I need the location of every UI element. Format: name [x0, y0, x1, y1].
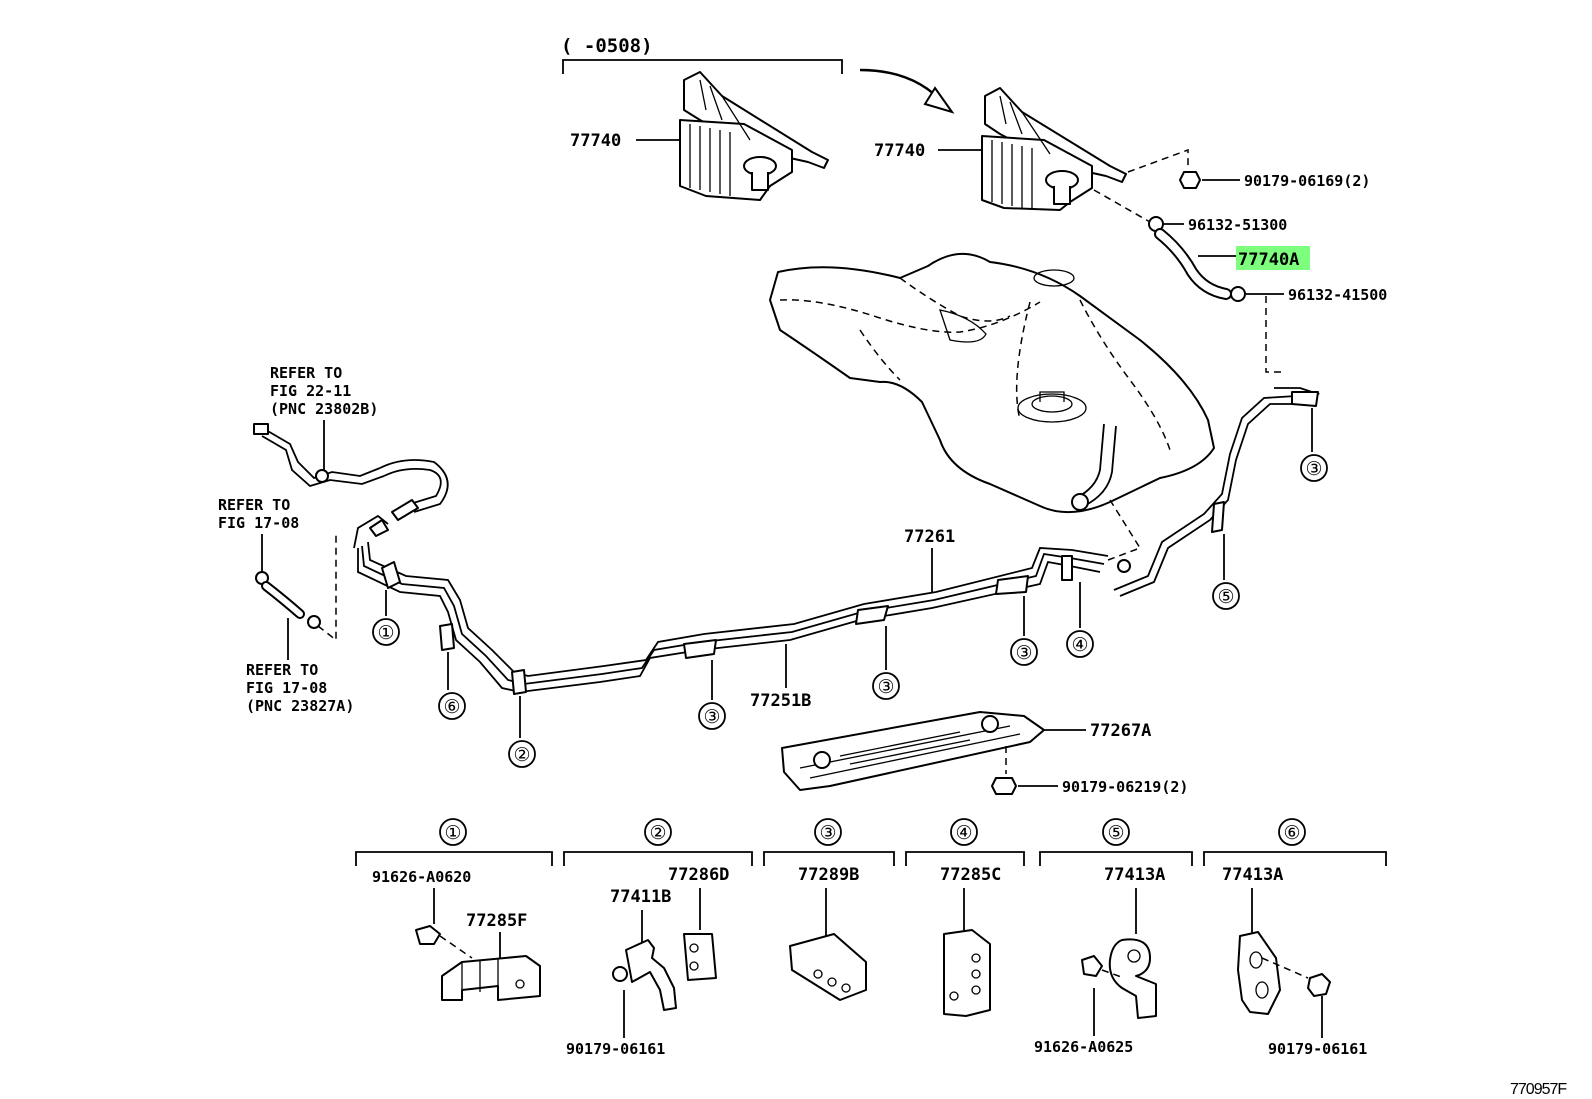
dash-nut-top	[1127, 148, 1189, 173]
legend-4: ④ 77285C	[905, 818, 1025, 1017]
callout-3a-ring	[698, 702, 726, 730]
ref2-line2: FIG 17-08	[218, 514, 299, 532]
callout-4-ring	[1066, 630, 1094, 658]
callout-6-ring	[438, 692, 466, 720]
hose-highlighted-label[interactable]: 77740A	[1238, 250, 1299, 270]
legend-3: ③ 77289B	[763, 818, 895, 1001]
revision-arrow-head	[923, 86, 955, 114]
bolt-91626-a0620[interactable]	[415, 925, 441, 945]
callout-3c[interactable]: ③	[1015, 642, 1032, 664]
legend-2: ② 77286D 77411B 90179-06161	[563, 818, 753, 1058]
legend-5-part-1: 77413A	[1104, 865, 1165, 885]
protector-label: 77267A	[1090, 721, 1151, 741]
legend-6-part-2: 90179-06161	[1268, 1040, 1367, 1058]
callout-5-ring	[1212, 582, 1240, 610]
fuel-tank	[769, 252, 1215, 514]
callout-4[interactable]: ④	[1071, 634, 1088, 656]
tank-outlet-fitting	[1071, 493, 1089, 511]
legend-2-part-1: 77286D	[668, 865, 729, 885]
legend-6-mark: ⑥	[1283, 822, 1300, 844]
fuel-tube-sub-label: 77251B	[750, 691, 811, 711]
canister-left-label: 77740	[570, 131, 621, 151]
canister-left[interactable]	[679, 71, 829, 201]
clamp-77413a-a[interactable]	[1108, 938, 1157, 1019]
hose-highlighted[interactable]	[1154, 228, 1232, 300]
canister-right-label: 77740	[874, 141, 925, 161]
callout-3d[interactable]: ③	[1305, 458, 1322, 480]
legend-4-part-1: 77285C	[940, 865, 1001, 885]
legend-2-mark: ②	[649, 822, 666, 844]
callout-5[interactable]: ⑤	[1217, 586, 1234, 608]
callout-3b-ring	[872, 672, 900, 700]
date-range-bracket	[562, 59, 843, 74]
callout-1[interactable]: ①	[377, 622, 394, 644]
nut-top-label: 90179-06169(2)	[1244, 172, 1370, 190]
ref1-line3: (PNC 23802B)	[270, 400, 378, 418]
callout-2[interactable]: ②	[513, 744, 530, 766]
clamp-77289b[interactable]	[789, 933, 867, 1001]
clamp-77413a-b[interactable]	[1237, 931, 1281, 1015]
legend-2-part-2: 77411B	[610, 887, 671, 907]
fuel-tube-main-label: 77261	[904, 527, 955, 547]
ref2-line1: REFER TO	[218, 496, 290, 514]
ref1-line2: FIG 22-11	[270, 382, 351, 400]
clamp-77286d[interactable]	[683, 933, 717, 981]
legend-3-part-1: 77289B	[798, 865, 859, 885]
clamp-77285f[interactable]	[441, 955, 541, 1001]
callout-3b[interactable]: ③	[877, 676, 894, 698]
callout-1-ring	[372, 618, 400, 646]
callout-3a[interactable]: ③	[703, 706, 720, 728]
fuel-tube-assembly[interactable]	[253, 387, 1321, 695]
canister-right[interactable]	[981, 87, 1127, 211]
figure-id: 770957F	[1510, 1081, 1567, 1098]
ref3-line2: FIG 17-08	[246, 679, 327, 697]
ref3-line1: REFER TO	[246, 661, 318, 679]
date-range-label: ( -0508)	[561, 35, 653, 57]
callout-6[interactable]: ⑥	[443, 696, 460, 718]
legend-5-part-2: 91626-A0625	[1034, 1038, 1133, 1056]
legend-5: ⑤ 77413A 91626-A0625	[1034, 818, 1193, 1056]
nut-90179-06161-a[interactable]	[612, 966, 628, 982]
protector[interactable]	[781, 711, 1045, 791]
ref1-line1: REFER TO	[270, 364, 342, 382]
bolt-91626-a0625[interactable]	[1081, 955, 1103, 977]
dash-clip-upper	[1093, 189, 1151, 223]
nut-top[interactable]	[1179, 171, 1201, 189]
clamp-77285c[interactable]	[943, 929, 991, 1017]
legend-1: ① 91626-A0620 77285F	[355, 818, 553, 1001]
bracket-77411b[interactable]	[625, 939, 677, 1011]
callout-2-ring	[508, 740, 536, 768]
legend-3-mark: ③	[819, 822, 836, 844]
dash-clip-lower	[1265, 296, 1282, 373]
legend-1-part-2: 77285F	[466, 911, 527, 931]
legend-4-mark: ④	[955, 822, 972, 844]
callout-3d-ring	[1300, 454, 1328, 482]
nut-protector-label: 90179-06219(2)	[1062, 778, 1188, 796]
hose-highlight-box	[1236, 246, 1310, 270]
legend-6: ⑥ 77413A 90179-06161	[1203, 818, 1387, 1058]
legend-6-part-1: 77413A	[1222, 865, 1283, 885]
legend-1-mark: ①	[444, 822, 461, 844]
nut-protector[interactable]	[991, 777, 1017, 795]
clip-upper-label: 96132-51300	[1188, 216, 1287, 234]
legend-5-mark: ⑤	[1107, 822, 1124, 844]
clip-lower-label: 96132-41500	[1288, 286, 1387, 304]
legend-1-part-1: 91626-A0620	[372, 868, 471, 886]
clip-lower[interactable]	[1230, 286, 1246, 302]
legend-2-part-3: 90179-06161	[566, 1040, 665, 1058]
ref3-line3: (PNC 23827A)	[246, 697, 354, 715]
callout-3c-ring	[1010, 638, 1038, 666]
small-hose-left	[255, 571, 321, 629]
dash-tube-tank	[1107, 499, 1142, 561]
nut-90179-06161-b[interactable]	[1307, 973, 1331, 997]
